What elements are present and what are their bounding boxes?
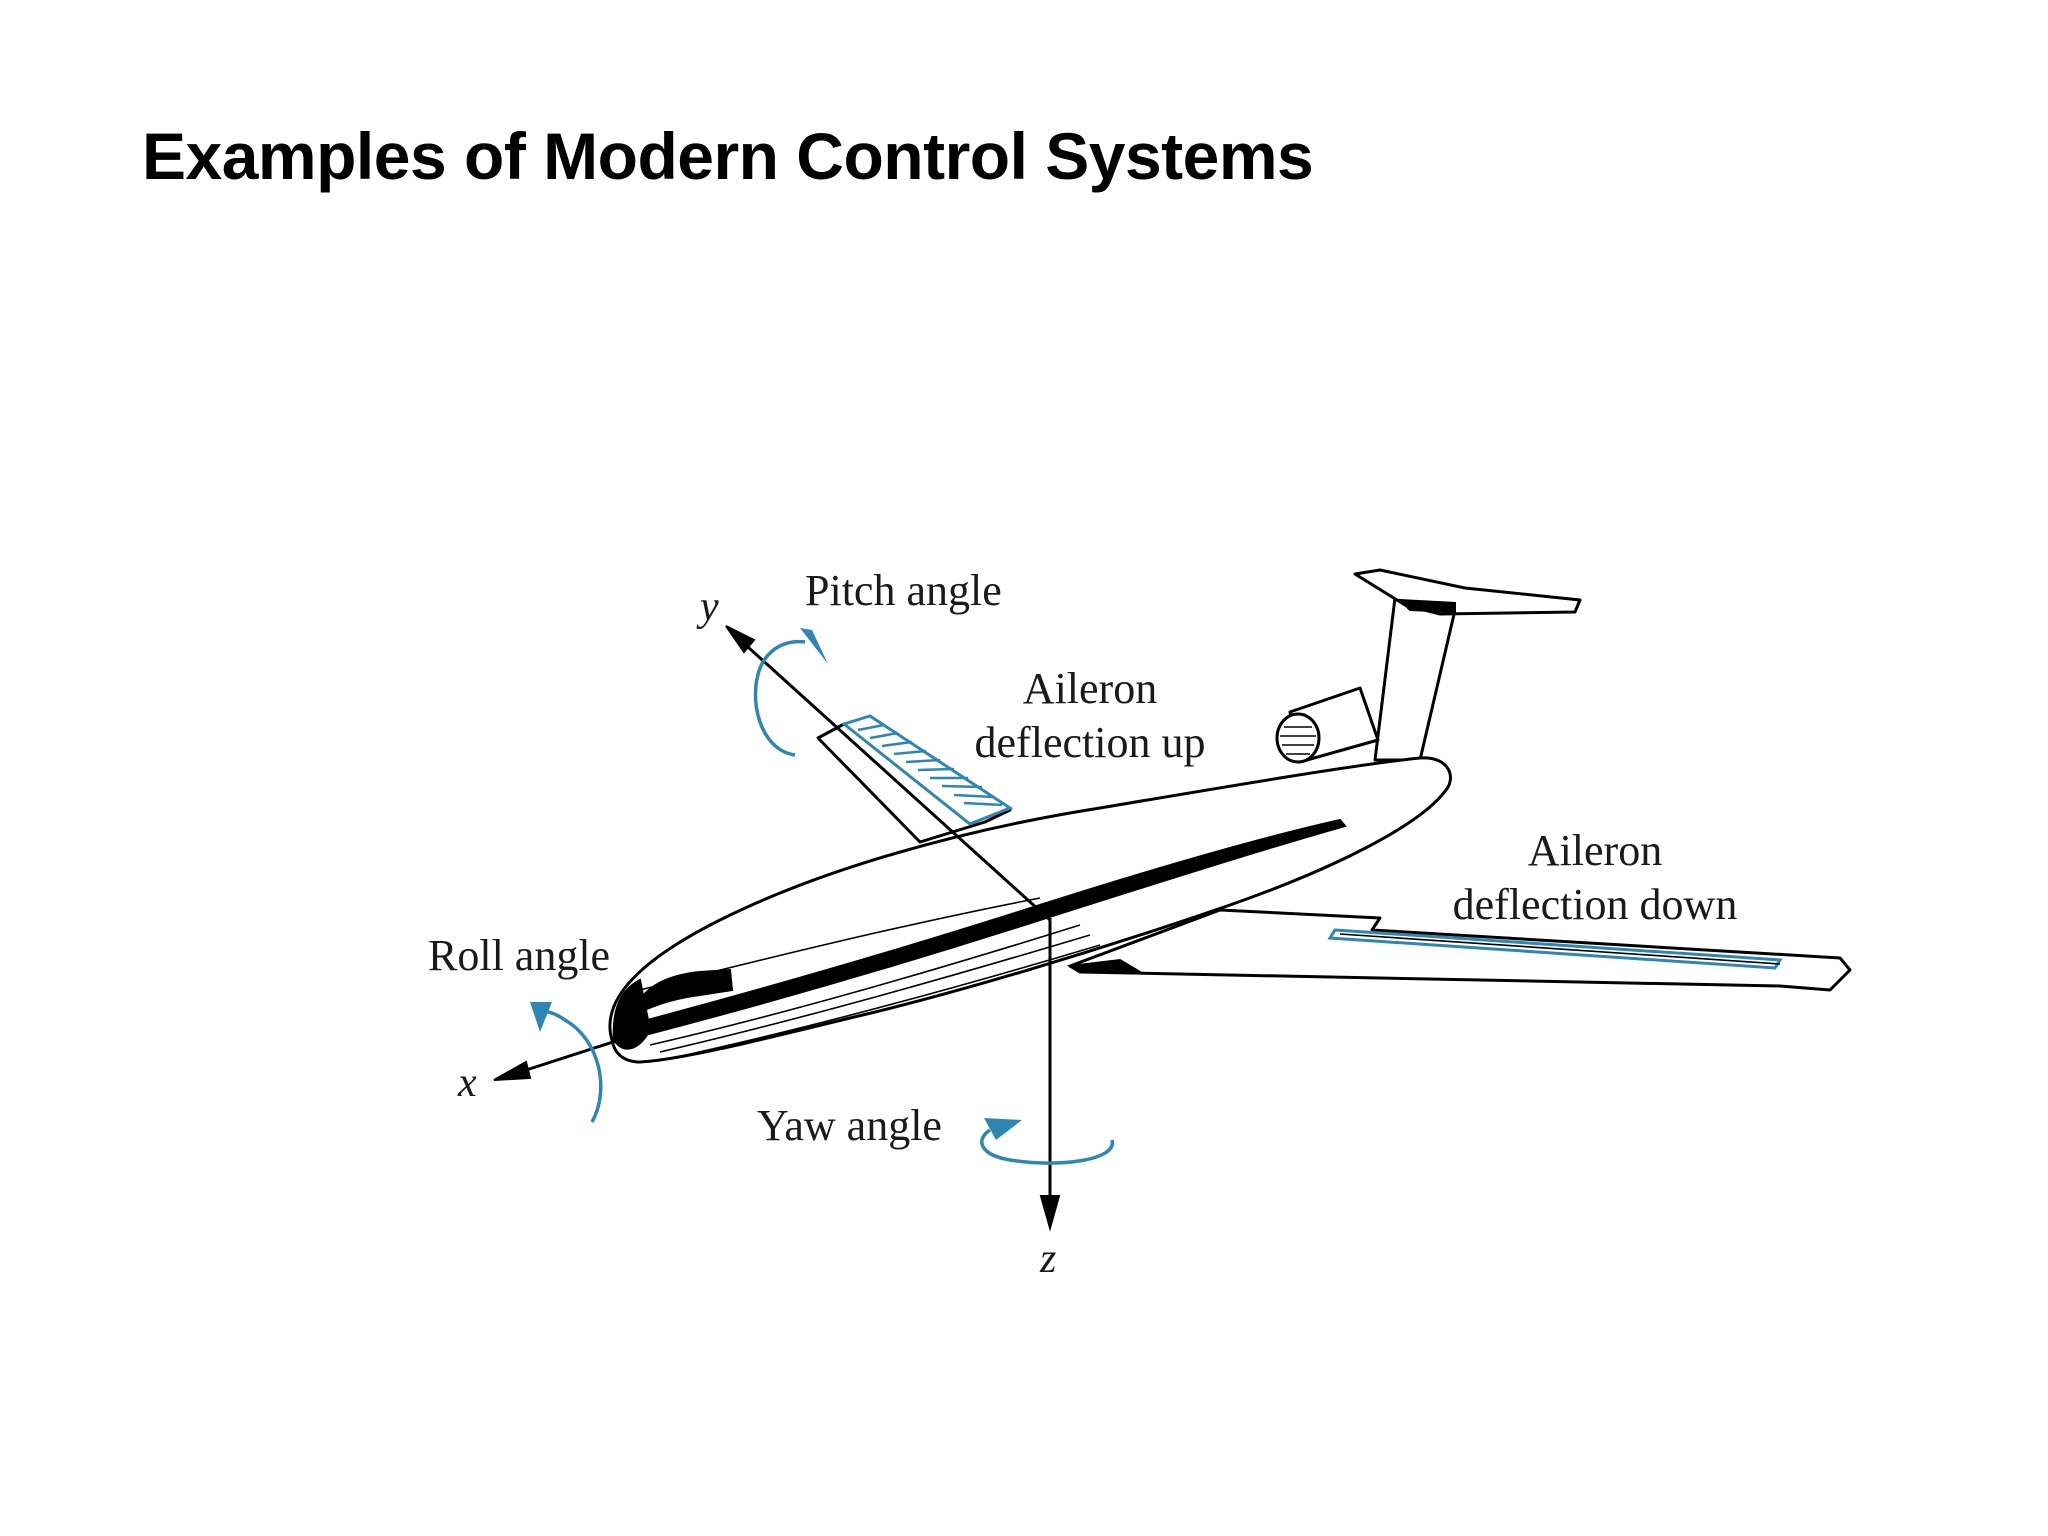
- pitch-rotation-arrow: [753, 628, 828, 757]
- z-axis-arrowhead: [1039, 1195, 1061, 1232]
- y-axis-arrowhead: [725, 625, 756, 654]
- aileron-up: [840, 714, 1014, 826]
- vertical-tail: [1373, 596, 1457, 762]
- pitch-angle-label: Pitch angle: [805, 566, 1002, 615]
- tail-assembly: [1353, 568, 1582, 762]
- aileron-up-label-line2: deflection up: [975, 718, 1206, 767]
- engine-nacelle: [1275, 686, 1380, 764]
- x-axis-arrowhead: [493, 1060, 532, 1081]
- fuselage: [608, 756, 1452, 1064]
- aileron-up-label-line1: Aileron: [1023, 664, 1157, 713]
- y-axis-line: [736, 636, 1052, 922]
- z-axis-label: z: [1039, 1236, 1056, 1282]
- tail-stabilizer: [1353, 568, 1582, 616]
- yaw-rotation-arrow: [980, 1118, 1114, 1165]
- aileron-down-label-line2: deflection down: [1453, 880, 1738, 929]
- y-axis-label: y: [696, 584, 719, 630]
- slide-title: Examples of Modern Control Systems: [142, 119, 1314, 193]
- aileron-down-label-line1: Aileron: [1528, 826, 1662, 875]
- fuselage-stripe: [638, 818, 1347, 1037]
- body-axes: [493, 625, 1061, 1232]
- yaw-angle-label: Yaw angle: [757, 1101, 942, 1150]
- x-axis-label: x: [457, 1060, 477, 1106]
- stabilizer-shade: [1397, 598, 1456, 614]
- roll-angle-label: Roll angle: [428, 931, 610, 980]
- wing-root-shade: [1066, 958, 1144, 973]
- x-axis-line: [519, 1028, 651, 1074]
- roll-rotation-arrow: [530, 1002, 603, 1123]
- near-wing: [1066, 908, 1852, 992]
